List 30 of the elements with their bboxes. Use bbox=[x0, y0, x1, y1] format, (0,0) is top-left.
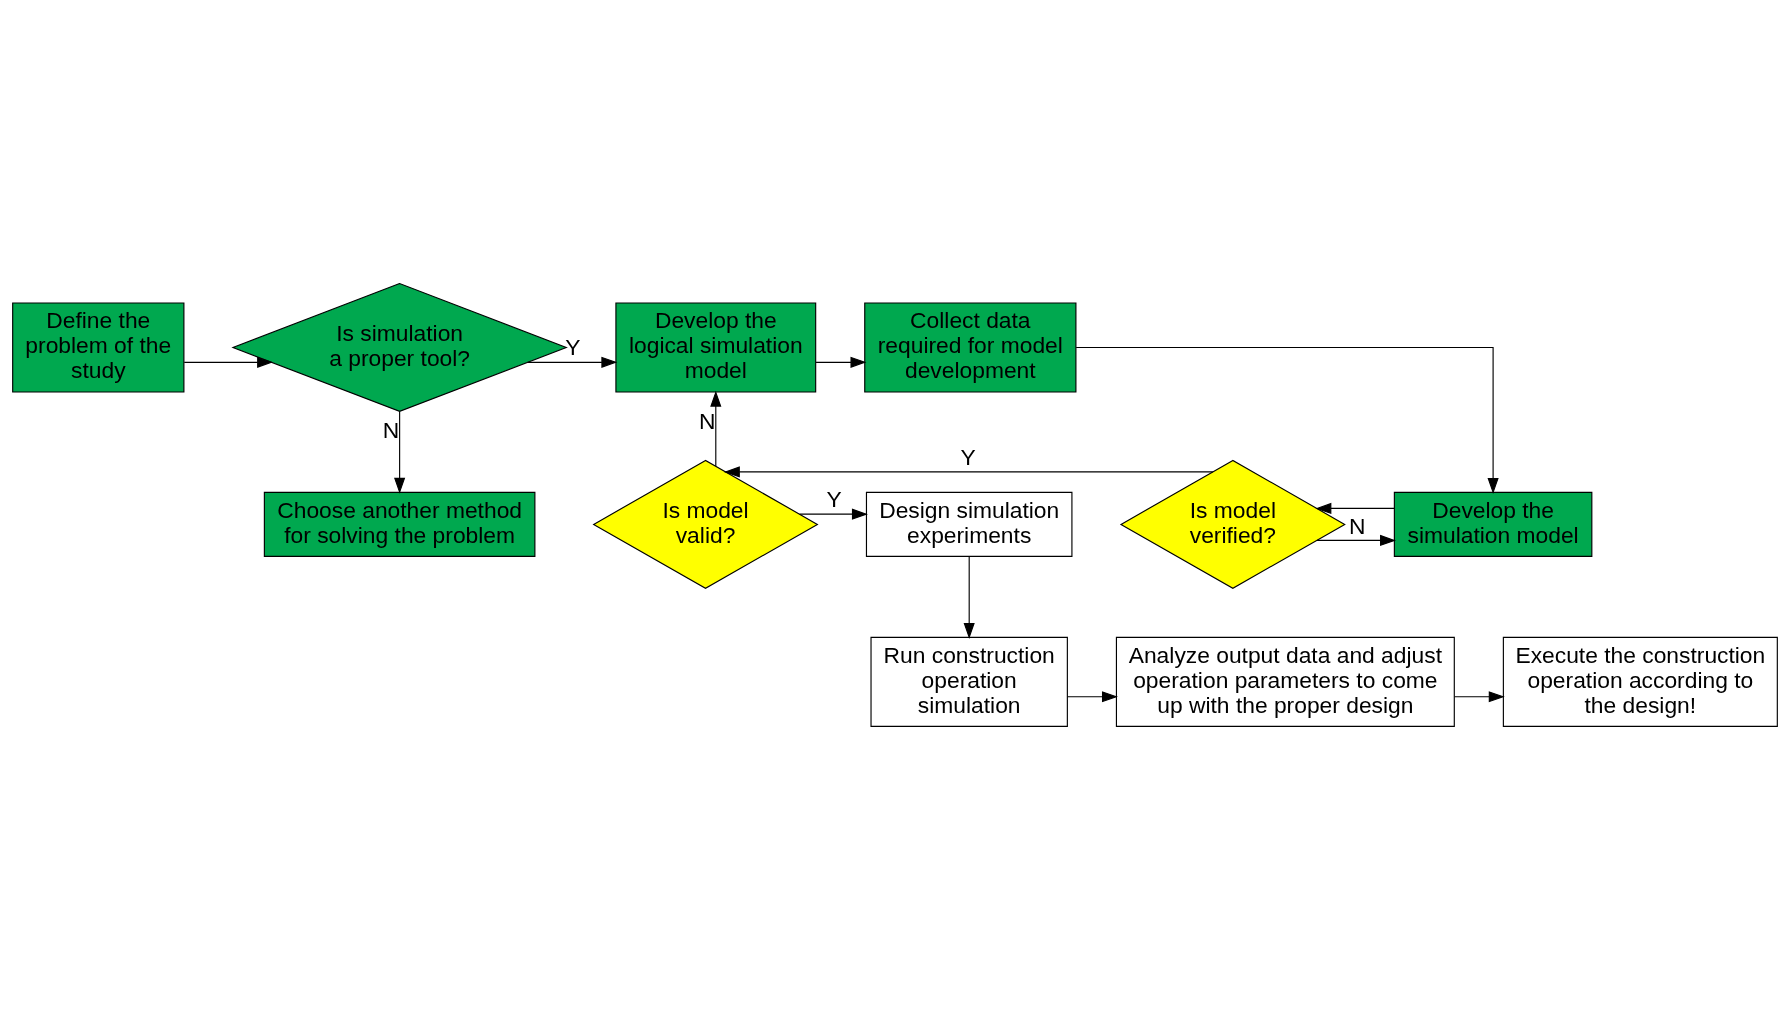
arrow bbox=[1075, 346, 1499, 494]
arrow bbox=[527, 356, 618, 368]
arrow bbox=[710, 390, 722, 467]
node-box: Choose another method for solving the problem bbox=[263, 491, 536, 557]
edge-label: N bbox=[699, 407, 716, 434]
node-box: Develop the simulation model bbox=[1393, 491, 1593, 557]
node-box: Execute the construction operation according to the design! bbox=[1502, 636, 1778, 727]
node-box: Define the problem of the study bbox=[12, 301, 185, 393]
edge-label: Y bbox=[565, 333, 581, 360]
node-box: Collect data required for model development bbox=[864, 301, 1077, 393]
arrow bbox=[1066, 690, 1118, 702]
node-box: Analyze output data and adjust operation parameters to come up with the proper design bbox=[1115, 636, 1455, 727]
arrow bbox=[183, 356, 274, 368]
arrow bbox=[799, 508, 868, 520]
node-box: Run construction operation simulation bbox=[870, 636, 1068, 727]
arrow bbox=[815, 356, 867, 368]
edge-label: Y bbox=[826, 485, 842, 512]
node-box: Design simulation experiments bbox=[865, 491, 1073, 557]
arrow bbox=[963, 555, 975, 639]
node-diamond: Is model valid? bbox=[592, 459, 819, 589]
node-diamond: Is model verified? bbox=[1119, 459, 1346, 589]
edge-label: N bbox=[1349, 512, 1366, 539]
node-box: Develop the logical simulation model bbox=[615, 301, 817, 393]
edge-label: Y bbox=[960, 443, 976, 470]
arrow bbox=[1316, 534, 1397, 546]
arrow bbox=[394, 410, 406, 494]
edge-label: N bbox=[382, 416, 400, 443]
arrow bbox=[1315, 502, 1395, 514]
arrow bbox=[1453, 690, 1505, 702]
arrow bbox=[723, 465, 1214, 477]
